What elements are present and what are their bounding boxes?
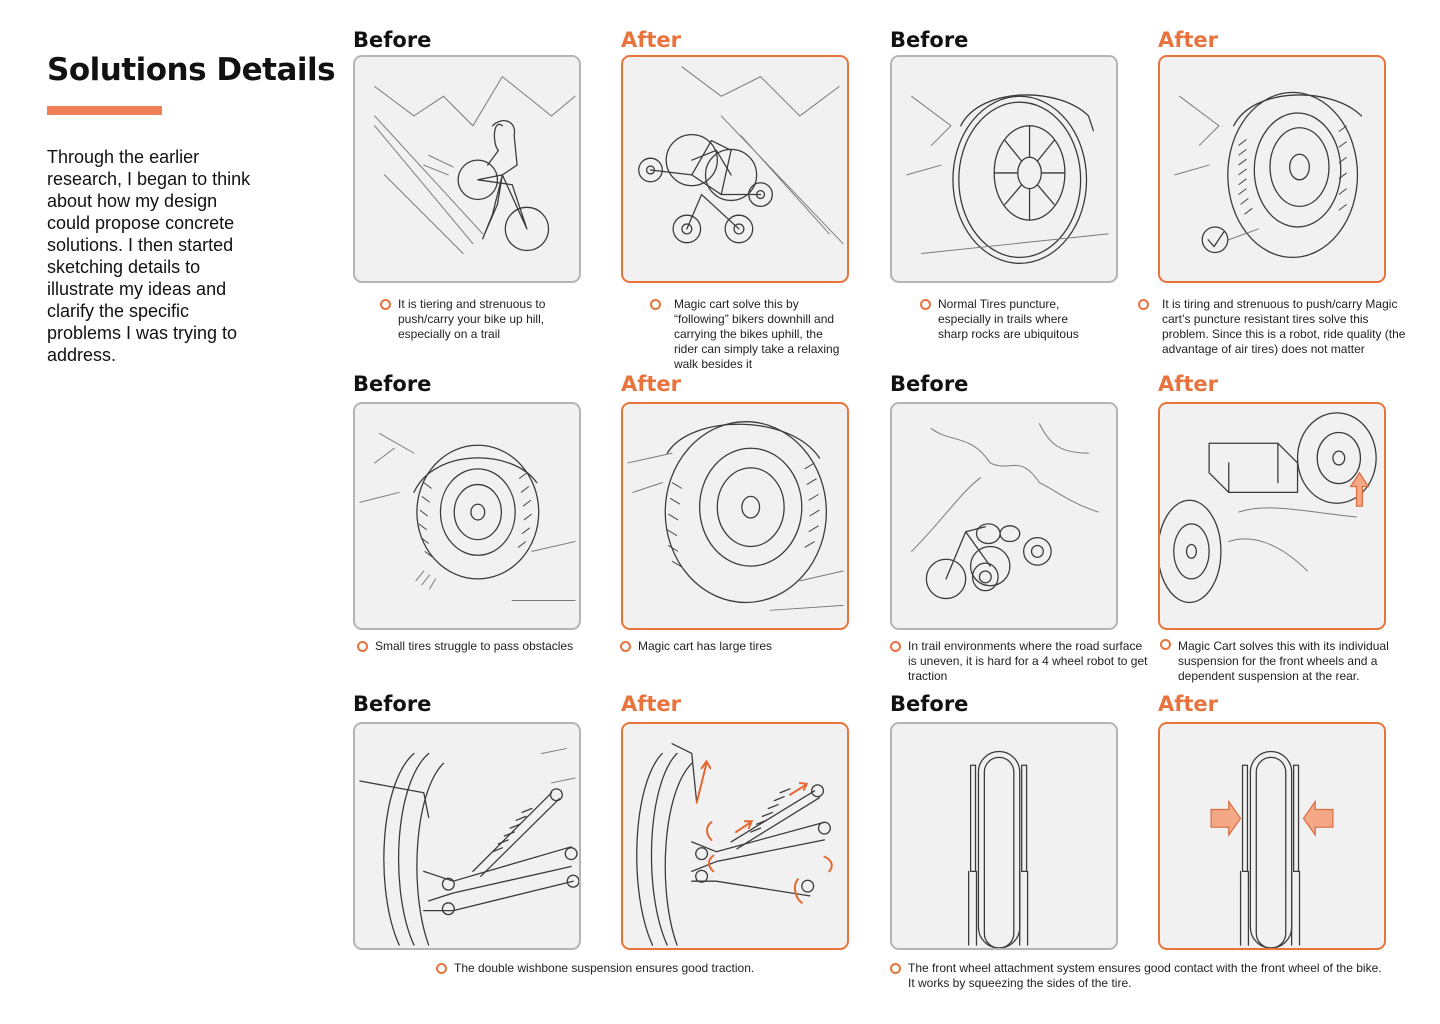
caption-r2c2: Magic cart has large tires [638,639,773,653]
sketch-small-tire [353,402,581,630]
intro-paragraph: Through the earlier research, I began to… [47,147,251,365]
sketch-double-wishbone-arrows [621,722,849,950]
caption-bullet [650,299,661,310]
caption-r1c2: Magic cart solve this by “following” bik… [674,297,840,371]
caption-r3-right: The front wheel attachment system ensure… [908,961,1382,990]
label-before-r2c1: Before [353,372,432,396]
caption-bullet [1138,299,1149,310]
sketch-wheel-attachment [890,722,1118,950]
label-before-r1c1: Before [353,28,432,52]
page-title: Solutions Details [47,52,336,88]
caption-bullet [620,641,631,652]
label-after-r2c2: After [621,372,682,396]
caption-bullet [1160,639,1171,650]
sketch-wheel-attachment-squeeze [1158,722,1386,950]
label-before-r3c3: Before [890,692,969,716]
caption-r2c3: In trail environments where the road sur… [908,639,1148,683]
caption-r1c4: It is tiring and strenuous to push/carry… [1162,297,1406,356]
caption-bullet [436,963,447,974]
sketch-rider-pushing-bike-uphill [353,55,581,283]
caption-bullet [920,299,931,310]
caption-r1c1: It is tiering and strenuous to push/carr… [398,297,546,341]
sketch-double-wishbone [353,722,581,950]
caption-bullet [890,641,901,652]
caption-r1c3: Normal Tires puncture, especially in tra… [938,297,1079,341]
sketch-large-tire [621,402,849,630]
label-after-r2c4: After [1158,372,1219,396]
label-before-r2c3: Before [890,372,969,396]
label-after-r1c2: After [621,28,682,52]
caption-r2c4: Magic Cart solves this with its individu… [1178,639,1389,683]
sketch-cart-carrying-bike [621,55,849,283]
label-before-r3c1: Before [353,692,432,716]
label-after-r3c4: After [1158,692,1219,716]
sketch-puncture-resistant-tire-check [1158,55,1386,283]
label-before-r1c3: Before [890,28,969,52]
label-after-r1c4: After [1158,28,1219,52]
caption-bullet [357,641,368,652]
caption-bullet [380,299,391,310]
sketch-uneven-terrain-wheels [890,402,1118,630]
caption-bullet [890,963,901,974]
caption-r3-left: The double wishbone suspension ensures g… [454,961,755,975]
caption-r2c1: Small tires struggle to pass obstacles [375,639,574,653]
sketch-individual-suspension [1158,402,1386,630]
title-rule [47,106,162,115]
label-after-r3c2: After [621,692,682,716]
sketch-normal-tire [890,55,1118,283]
